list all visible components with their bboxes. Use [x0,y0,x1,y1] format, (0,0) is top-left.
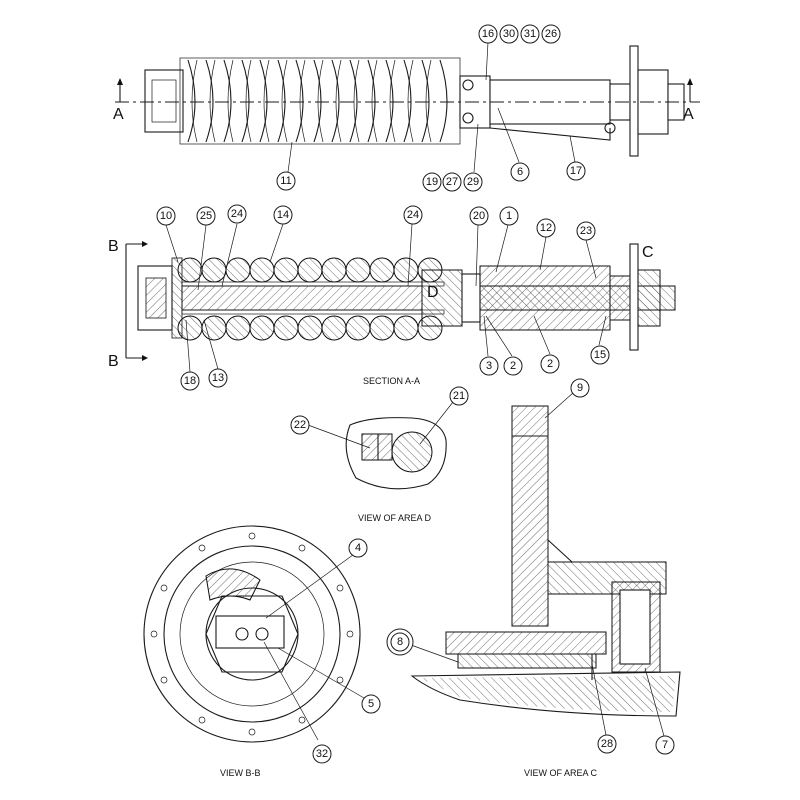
callout-12-circle [536,218,556,238]
callout-16: 16 [482,28,494,40]
callout-18-circle [180,371,200,391]
callout-20: 20 [473,210,485,222]
section-aa-view: D C B B SECTION A-A [108,238,676,386]
callout-6-circle [510,162,530,182]
section-marker-d: D [427,284,439,301]
callout-26-circle [541,24,561,44]
caption-view-bb: VIEW B-B [220,768,261,778]
callout-26: 26 [545,28,557,40]
callout-8-circle [390,632,410,652]
callout-1-circle [499,206,519,226]
callout-13-circle [208,368,228,388]
callout-14-circle [273,205,293,225]
callout-27-circle [442,172,462,192]
callout-29: 29 [467,176,479,188]
callout-21-circle [449,386,469,406]
section-marker-b-top: B [108,238,119,255]
callout-2b: 2 [547,358,553,370]
callout-2a-circle [503,356,523,376]
callout-17: 17 [570,165,582,177]
section-marker-b-bottom: B [108,353,119,370]
callout-24a-circle [227,204,247,224]
callout-17-circle [566,161,586,181]
callout-16-circle [478,24,498,44]
callout-9-circle [570,378,590,398]
callout-11: 11 [280,175,291,187]
callout-3-circle [479,356,499,376]
callout-4: 4 [355,542,361,554]
callout-11-circle [276,171,296,191]
callout-23-circle [576,221,596,241]
callout-15-circle [590,345,610,365]
callout-5: 5 [368,698,374,710]
callout-32-circle [312,744,332,764]
callout-31: 31 [524,28,536,40]
view-bb: VIEW B-B [143,525,361,778]
callout-13: 13 [212,372,224,384]
callout-24a: 24 [231,208,243,220]
callout-18: 18 [184,375,196,387]
section-marker-a-left: A [113,106,124,123]
callout-1: 1 [506,210,512,222]
callout-14: 14 [277,209,289,221]
callout-28: 28 [601,738,613,750]
section-marker-a-right: A [683,106,694,123]
callout-22: 22 [294,419,306,431]
callout-22-circle [290,415,310,435]
callout-25-circle [196,206,216,226]
caption-view-area-c: VIEW OF AREA C [524,768,598,778]
callout-7: 7 [662,739,668,751]
callout-7-circle [655,735,675,755]
caption-view-area-d: VIEW OF AREA D [358,513,432,523]
callout-19-circle [422,172,442,192]
callout-19: 19 [426,176,438,188]
callout-9: 9 [577,382,583,394]
callout-5-circle [361,694,381,714]
callout-31-circle [520,24,540,44]
callout-25: 25 [200,210,212,222]
callout-12: 12 [540,222,552,234]
callout-10-circle [156,206,176,226]
spring-wire-sections [177,257,443,341]
callout-8: 8 [397,636,403,648]
caption-section-aa: SECTION A-A [363,376,420,386]
view-area-d: VIEW OF AREA D [345,417,447,523]
leader-lines [165,41,665,741]
callout-4-circle [348,538,368,558]
view-area-c: VIEW OF AREA C [410,405,681,778]
callout-24b-circle [403,205,423,225]
callout-2a: 2 [510,360,516,372]
callout-24b: 24 [407,209,419,221]
callout-29-circle [463,172,483,192]
callouts: 16 30 31 26 11 19 27 29 6 17 10 25 24 14… [156,24,675,764]
callout-3: 3 [486,360,492,372]
callout-27: 27 [446,176,458,188]
callout-30: 30 [503,28,515,40]
spring-coils [179,57,461,145]
callout-28-circle [597,734,617,754]
callout-10: 10 [160,210,172,222]
callout-2b-circle [540,354,560,374]
callout-15: 15 [594,349,606,361]
top-assembly-view: A A [113,45,700,157]
callout-20-circle [469,206,489,226]
section-marker-c: C [642,244,654,261]
callout-21: 21 [453,390,465,402]
callout-30-circle [499,24,519,44]
callout-6: 6 [517,166,523,178]
callout-32: 32 [316,748,328,760]
callout-23: 23 [580,225,592,237]
